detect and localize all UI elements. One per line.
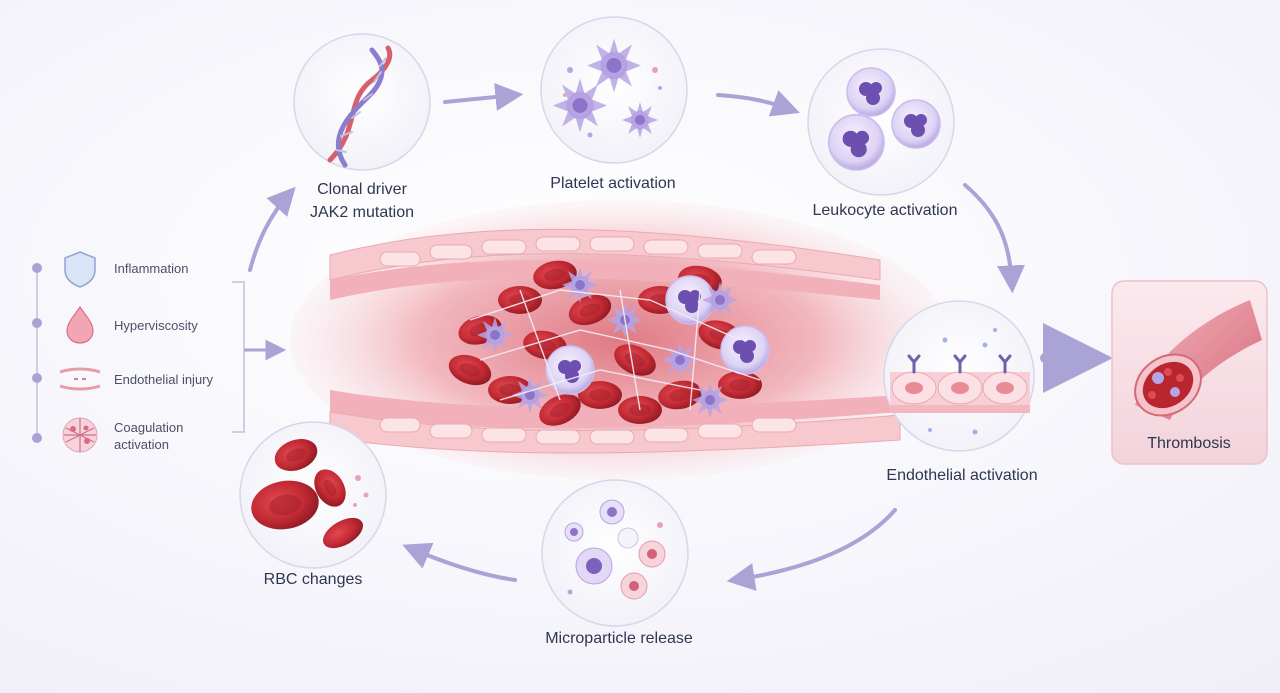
red-blood-cells-icon (251, 439, 369, 549)
central-vessel (290, 200, 950, 480)
node-microparticle-release-label: Microparticle release (545, 630, 693, 647)
arrow-factors-to-clonal (248, 186, 296, 272)
flow-arrows (248, 83, 1113, 591)
node-thrombosis: Thrombosis (1111, 280, 1268, 465)
factor-endothelial-injury: Endothelial injury (32, 367, 214, 391)
node-endothelial-activation: Endothelial activation (883, 300, 1038, 484)
node-rbc-changes-label: RBC changes (264, 571, 363, 588)
factor-coagulation-label-line2: activation (114, 437, 169, 452)
thrombosed-vessel-icon (1134, 300, 1262, 420)
arrow-platelet-to-leukocyte (716, 90, 800, 117)
coagulation-mesh-icon (62, 417, 98, 453)
arrow-microparticle-to-rbc (402, 542, 517, 582)
clot (444, 257, 770, 432)
node-leukocyte-activation-label: Leukocyte activation (813, 202, 958, 219)
vessel-wall-icon (59, 367, 101, 391)
factor-endothelial-injury-label: Endothelial injury (114, 372, 214, 387)
node-platelet-activation-label: Platelet activation (550, 175, 675, 192)
node-leukocyte-activation: Leukocyte activation (807, 48, 958, 219)
node-clonal-driver-line2: JAK2 mutation (310, 204, 414, 221)
blood-drop-icon (66, 305, 94, 344)
arrow-endothelial-to-microparticle (726, 508, 897, 591)
node-endothelial-activation-label: Endothelial activation (886, 467, 1037, 484)
node-microparticle-release: Microparticle release (541, 479, 693, 647)
node-clonal-driver-line1: Clonal driver (317, 181, 407, 198)
arrow-clonal-to-platelet (443, 83, 524, 111)
microparticles-icon (564, 499, 666, 600)
factor-hyperviscosity-label: Hyperviscosity (114, 318, 198, 333)
node-clonal-driver: Clonal driver JAK2 mutation (293, 33, 431, 221)
risk-factor-list: Inflammation Hyperviscosity Endothelial … (32, 251, 287, 453)
dna-icon (327, 45, 393, 168)
endothelial-cells-icon (890, 328, 1030, 435)
factor-coagulation-activation: Coagulation activation (32, 417, 183, 453)
shield-icon (64, 251, 96, 288)
node-rbc-changes: RBC changes (239, 421, 387, 588)
node-platelet-activation: Platelet activation (540, 16, 688, 192)
arrow-leukocyte-to-endothelial (963, 183, 1025, 294)
factor-inflammation: Inflammation (32, 251, 188, 288)
factor-coagulation-label-line1: Coagulation (114, 420, 183, 435)
factor-hyperviscosity: Hyperviscosity (32, 305, 198, 344)
node-thrombosis-label: Thrombosis (1147, 435, 1231, 452)
factor-inflammation-label: Inflammation (114, 261, 188, 276)
